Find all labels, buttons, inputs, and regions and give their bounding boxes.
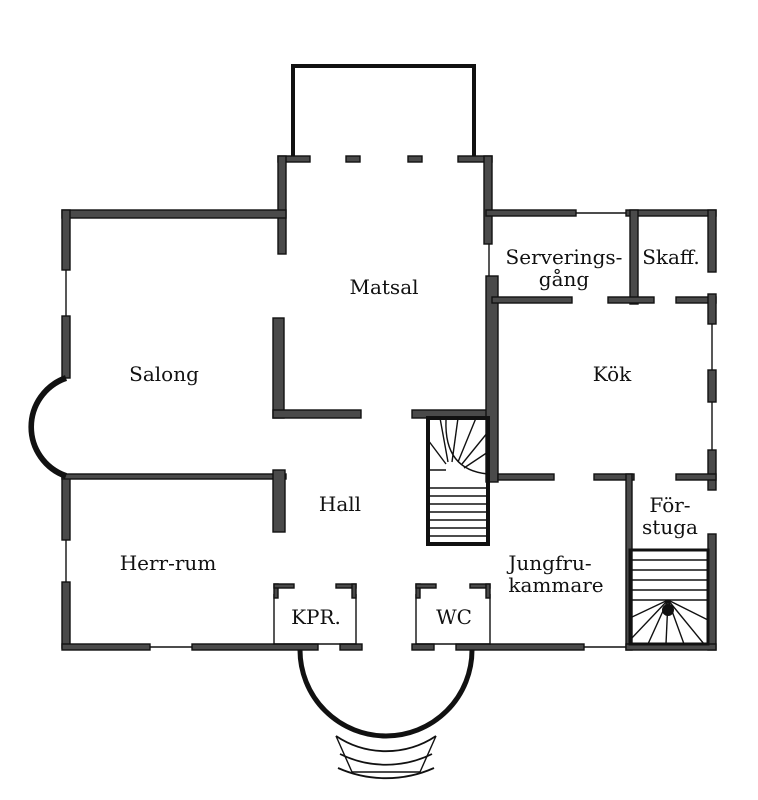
label-serveringsgang-2: gång — [539, 267, 590, 291]
label-forstuga-1: För- — [649, 493, 690, 517]
central-staircase — [426, 416, 490, 546]
top-bay — [291, 64, 476, 156]
forstuga-staircase — [628, 548, 710, 646]
label-jungfrukammare-1: Jungfru- — [506, 551, 591, 575]
label-jungfrukammare-2: kammare — [508, 573, 603, 597]
label-salong: Salong — [129, 362, 199, 386]
label-kpr: KPR. — [291, 605, 341, 629]
bay-window — [28, 375, 68, 479]
label-serveringsgang-1: Serverings- — [506, 245, 623, 269]
label-forstuga-2: stuga — [642, 515, 698, 539]
label-herrrum: Herr-rum — [120, 551, 217, 575]
thin-lines — [65, 212, 713, 648]
label-hall: Hall — [319, 492, 361, 516]
label-matsal: Matsal — [349, 275, 418, 299]
kpr-closet — [273, 583, 357, 645]
label-skafferi: Skaff. — [642, 245, 700, 269]
walls — [61, 155, 717, 651]
label-kok: Kök — [593, 362, 632, 386]
entrance-porch — [297, 649, 475, 780]
label-wc: WC — [436, 605, 472, 629]
room-labels: Matsal Salong Serverings- gång Skaff. Kö… — [120, 245, 700, 629]
wc-room — [415, 583, 491, 645]
